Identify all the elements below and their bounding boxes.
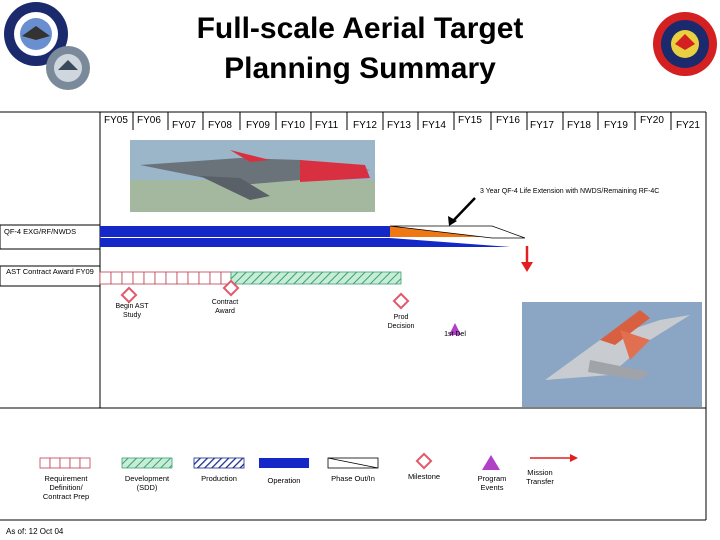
- ast-row-label: AST Contract Award FY09: [6, 267, 94, 276]
- requirement-blocks: [99, 271, 232, 285]
- fy-label: FY06: [137, 115, 161, 126]
- fy-label: FY16: [496, 115, 520, 126]
- fy-label: FY10: [281, 120, 305, 131]
- contract-award-label: Contract Award: [211, 299, 239, 315]
- legend-program-events-label: Program Events: [477, 474, 507, 492]
- legend-requirement-label: Requirement Definition/ Contract Prep: [42, 474, 90, 501]
- extension-note: 3 Year QF-4 Life Extension with NWDS/Rem…: [480, 188, 660, 195]
- qf4-aircraft-image: [130, 140, 375, 212]
- fy-label: FY18: [567, 120, 591, 131]
- legend-requirement-icon: [39, 457, 91, 469]
- legend-development-label: Development (SDD): [124, 474, 170, 492]
- fy-label: FY15: [458, 115, 482, 126]
- legend-milestone-label: Milestone: [407, 472, 441, 481]
- milestone-prod-decision: [392, 292, 410, 310]
- begin-ast-study-label: Begin AST Study: [115, 303, 149, 319]
- page-subtitle: Planning Summary: [224, 52, 496, 85]
- f16-aircraft-image: [522, 302, 702, 407]
- fy-label: FY12: [353, 120, 377, 131]
- fy-label: FY08: [208, 120, 232, 131]
- qf4-phase-out: [389, 225, 526, 239]
- fy-label: FY19: [604, 120, 628, 131]
- qf4-operation-tail: [100, 238, 510, 247]
- fy-label: FY07: [172, 120, 196, 131]
- first-delivery-label: 1st Del: [444, 331, 466, 338]
- fy-label: FY20: [640, 115, 664, 126]
- as-of-date: As of: 12 Oct 04: [6, 527, 64, 536]
- prod-decision-label: Prod Decision: [387, 314, 415, 330]
- legend-milestone-icon: [415, 452, 433, 470]
- fy-label: FY17: [530, 120, 554, 131]
- qf4-operation-bar: [100, 226, 390, 237]
- legend-program-events-icon: [482, 455, 500, 470]
- legend-production-label: Production: [201, 474, 237, 483]
- legend-operation-label: Operation: [267, 476, 301, 485]
- fy-label: FY14: [422, 120, 446, 131]
- fy-label: FY05: [104, 115, 128, 126]
- legend-production-icon: [193, 457, 245, 469]
- legend-mission-transfer-label: Mission Transfer: [526, 468, 554, 486]
- fy-label: FY11: [315, 120, 339, 131]
- page-title: Full-scale Aerial Target: [196, 12, 524, 45]
- fy-label: FY13: [387, 120, 411, 131]
- milestone-contract-award: [222, 279, 240, 297]
- aerial-targets-logo: [653, 12, 717, 76]
- extension-arrow: [451, 197, 476, 223]
- legend-phase-out-label: Phase Out/In: [331, 474, 375, 483]
- milestone-begin-ast-study: [120, 286, 138, 304]
- ast-development-bar: [230, 271, 402, 285]
- program-office-logo: [4, 2, 90, 90]
- program-event-first-delivery: [449, 323, 461, 335]
- fy-label: FY21: [676, 120, 700, 131]
- legend-development-icon: [121, 457, 173, 469]
- fy-label: FY09: [246, 120, 270, 131]
- legend-operation-icon: [259, 458, 309, 468]
- qf4-row-label: QF-4 EXG/RF/NWDS: [4, 227, 77, 236]
- legend-mission-transfer-icon: [530, 454, 578, 462]
- legend-phase-out-icon: [327, 457, 379, 469]
